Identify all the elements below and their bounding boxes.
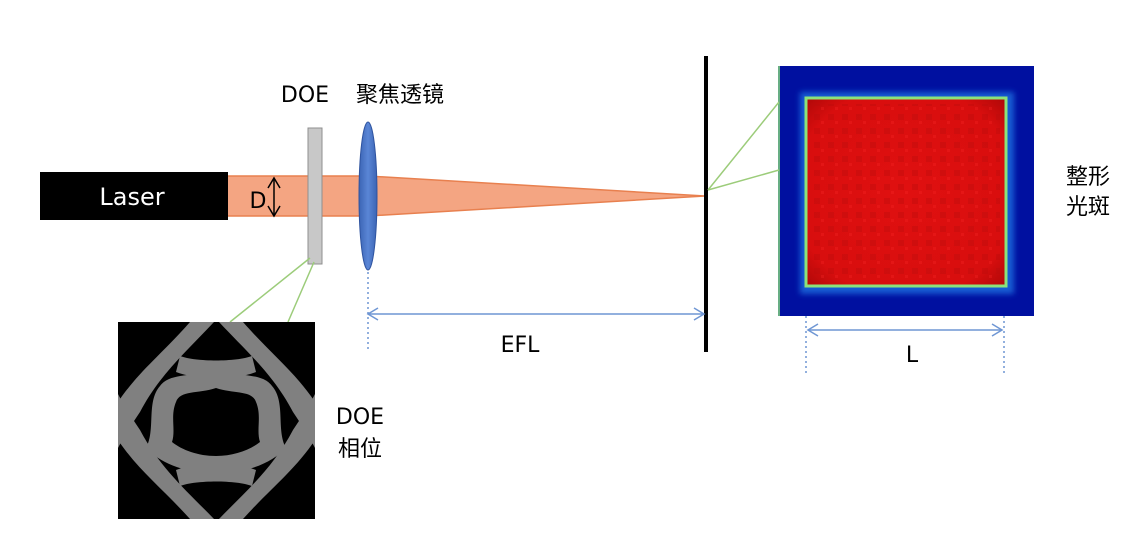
focusing-lens	[358, 121, 378, 271]
doe-phase-inset	[118, 322, 315, 519]
phase-band-top-right	[219, 322, 315, 448]
phase-callout-left	[229, 257, 311, 323]
phase-band-bottom-left	[118, 394, 214, 519]
spot-size-label: L	[906, 343, 919, 368]
phase-band-bottom-right	[219, 394, 315, 519]
l-arrowhead-left	[806, 323, 819, 337]
laser-body	[40, 172, 228, 220]
phase-band-top-left	[118, 322, 214, 448]
lens-label: 聚焦透镜	[356, 83, 444, 108]
phase-lobe-top	[176, 356, 256, 378]
phase-callout-right	[287, 261, 315, 323]
efl-arrowhead-left	[366, 307, 379, 321]
spot-texture	[812, 104, 1000, 280]
spot-callout-top	[707, 101, 780, 191]
collimated-beam	[228, 176, 368, 216]
phase-caption-line1: DOE	[336, 405, 384, 430]
spot-caption-line2: 光斑	[1066, 195, 1110, 220]
phase-caption-line2: 相位	[338, 437, 382, 462]
spot-callout-bottom	[707, 169, 780, 191]
beam-diameter-arrowhead-bottom	[267, 205, 281, 218]
spot-caption-line1: 整形	[1066, 165, 1110, 190]
efl-label: EFL	[501, 333, 541, 358]
doe-label: DOE	[281, 83, 329, 108]
focused-beam-cone	[367, 175, 706, 217]
beam-diameter-label: D	[250, 189, 267, 214]
efl-arrowhead-right	[693, 307, 706, 321]
phase-lobe-bottom	[176, 464, 256, 486]
beam-diameter-arrowhead-top	[267, 176, 281, 189]
phase-center-core	[172, 388, 260, 456]
laser-label: Laser	[99, 183, 164, 211]
l-arrowhead-right	[991, 323, 1004, 337]
shaped-spot-inset	[778, 66, 1034, 316]
doe-plate	[307, 127, 323, 265]
